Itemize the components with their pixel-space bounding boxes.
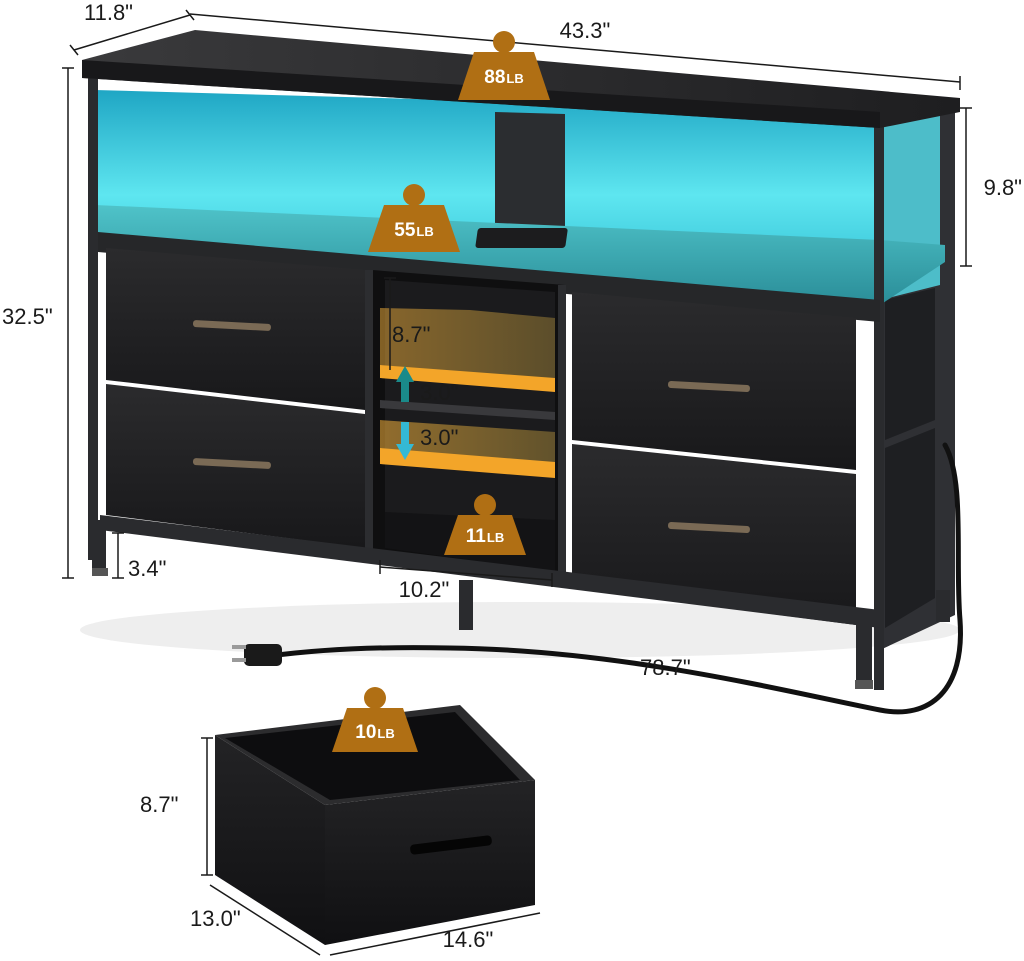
middle-post-left: [365, 270, 373, 560]
leg-middle: [459, 580, 473, 630]
weight-shelf-value: 55: [394, 220, 416, 241]
frame-post-left: [88, 75, 98, 560]
weight-badge-icon: [364, 687, 386, 709]
dimension-lines: [62, 9, 972, 956]
drawer-handle-icon: [192, 458, 271, 469]
drawer-handle-icon: [192, 320, 271, 331]
label-leg-height: 3.4": [128, 556, 166, 581]
drawer-right-top[interactable]: [572, 292, 856, 470]
drawer-handle-icon: [667, 522, 750, 533]
arrow-up-icon: [396, 366, 414, 402]
leg-back-right: [936, 590, 950, 622]
weight-badge-icon: [474, 494, 496, 516]
label-bin-height: 8.7": [140, 792, 178, 817]
weight-badge-icon: [403, 184, 425, 206]
svg-text:88LB: 88LB: [484, 67, 523, 88]
plug-icon: [232, 644, 282, 666]
weight-bin-value: 10: [355, 722, 376, 743]
label-width: 43.3": [560, 18, 611, 43]
weight-shelf-unit: LB: [416, 224, 433, 239]
side-fabric-lower: [885, 428, 935, 628]
bottom-beam: [100, 515, 880, 628]
drawer-handle-icon: [410, 835, 492, 855]
frame-post-right: [874, 100, 884, 690]
weight-badge-icon: [493, 31, 515, 53]
svg-text:11LB: 11LB: [466, 526, 504, 547]
weight-badge-bin: 10LB: [332, 687, 418, 752]
open-shelf: [95, 205, 945, 305]
leg-front-right: [856, 620, 872, 685]
middle-post-right: [558, 285, 566, 585]
weight-middle-unit: LB: [487, 530, 504, 545]
label-bin-depth: 13.0": [190, 906, 241, 931]
front-beam: [98, 232, 880, 322]
weight-bin-unit: LB: [377, 726, 394, 741]
label-shelf-up: 3.0": [420, 380, 458, 405]
storage-bin: [215, 705, 535, 945]
svg-text:55LB: 55LB: [394, 220, 433, 241]
compartment-divider: [495, 112, 565, 250]
label-bin-width: 14.6": [443, 927, 494, 952]
side-fabric-upper: [885, 288, 935, 440]
weight-badge-top: 88LB: [458, 31, 550, 100]
label-depth: 11.8": [84, 0, 133, 25]
label-middle-width: 10.2": [399, 577, 450, 602]
arrow-down-icon: [396, 422, 414, 460]
leg-foot: [855, 680, 873, 689]
shelf-lower-edge: [380, 448, 555, 478]
leg-front-left: [92, 520, 106, 575]
weight-top-unit: LB: [506, 71, 523, 86]
drawer-right-bottom[interactable]: [572, 444, 856, 625]
label-cord-length: 78.7": [640, 655, 691, 680]
label-shelf-down: 3.0": [420, 425, 458, 450]
weight-badge-middle: 11LB: [444, 494, 526, 555]
weight-top-value: 88: [484, 67, 505, 88]
svg-text:10LB: 10LB: [355, 722, 394, 743]
floor-shadow: [80, 602, 960, 658]
shelf-middle: [380, 400, 555, 420]
label-inner-shelf-height: 8.7": [392, 322, 430, 347]
drawer-handle-icon: [667, 381, 750, 392]
label-height: 32.5": [2, 304, 53, 329]
shelf-upper-edge: [380, 365, 555, 392]
power-strip: [475, 228, 568, 248]
leg-foot: [92, 568, 108, 576]
weight-middle-value: 11: [466, 526, 487, 547]
label-top-shelf-height: 9.8": [984, 175, 1022, 200]
weight-badge-shelf: 55LB: [368, 184, 460, 252]
power-cord: [267, 442, 963, 715]
